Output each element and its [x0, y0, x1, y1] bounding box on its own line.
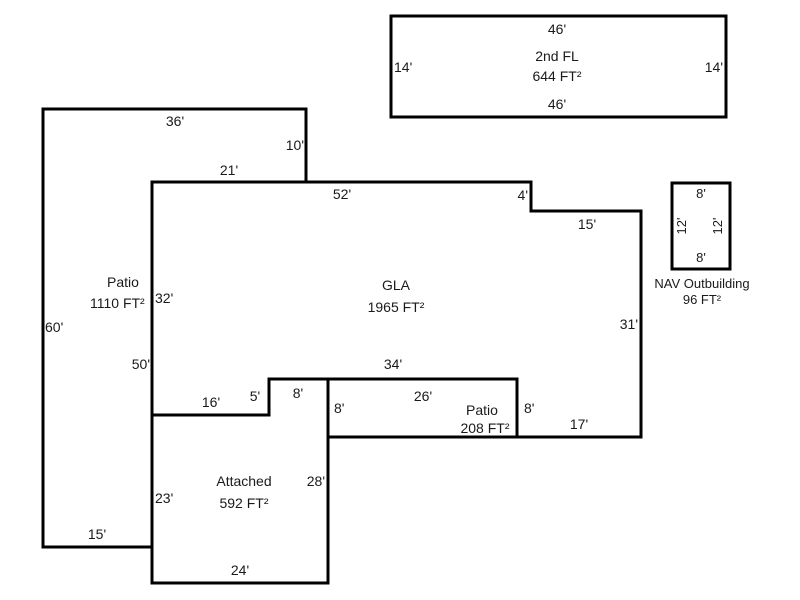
patio-large-name: Patio: [107, 274, 139, 290]
dim-gla-notch-vertical: 4': [518, 187, 528, 203]
dim-patio-top: 36': [166, 113, 184, 129]
area-patio-large: 36' 10' Patio 1110 FT² 60' 50' 15': [41, 107, 308, 549]
dim-attached-right: 28': [307, 473, 325, 489]
dim-outbuilding-right: 12': [710, 218, 725, 235]
attached-outline: [150, 377, 330, 585]
dim-outbuilding-left: 12': [674, 218, 689, 235]
dim-patio-small-right: 8': [524, 400, 534, 416]
area-nav-outbuilding: 8' 8' 12' 12' NAV Outbuilding 96 FT²: [654, 181, 750, 307]
dim-attached-left: 23': [155, 490, 173, 506]
dim-outbuilding-bottom: 8': [696, 250, 706, 265]
area-attached: 8' Attached 592 FT² 28' 23' 24': [150, 377, 330, 585]
dim-patio-left: 60': [45, 319, 63, 335]
second-floor-outline: [389, 14, 728, 119]
patio-large-outline: [41, 107, 308, 549]
gla-area: 1965 FT²: [368, 299, 425, 315]
outbuilding-name: NAV Outbuilding: [654, 276, 749, 291]
dim-second-floor-right: 14': [705, 59, 723, 75]
outbuilding-area: 96 FT²: [683, 292, 722, 307]
gla-outline: [150, 180, 643, 439]
dim-gla-top-left: 21': [220, 162, 238, 178]
dim-gla-top: 52': [333, 186, 351, 202]
dim-gla-left: 32': [155, 290, 173, 306]
dim-attached-bottom: 24': [231, 562, 249, 578]
dim-patio-inner: 50': [132, 356, 150, 372]
area-gla: 21' 52' 4' 15' GLA 1965 FT² 32' 31' 34' …: [150, 162, 643, 439]
second-floor-name: 2nd FL: [535, 48, 579, 64]
dim-patio-bottom: 15': [88, 526, 106, 542]
patio-large-area: 1110 FT²: [90, 295, 145, 311]
dim-gla-inner-top: 34': [384, 356, 402, 372]
dim-gla-right: 31': [620, 316, 638, 332]
dim-patio-small-top: 26': [414, 388, 432, 404]
dim-patio-small-left: 8': [334, 400, 344, 416]
attached-area: 592 FT²: [219, 495, 268, 511]
dim-gla-step-horizontal: 16': [202, 394, 220, 410]
dim-patio-right-upper: 10': [286, 137, 304, 153]
dim-gla-bottom-right: 17': [570, 416, 588, 432]
gla-name: GLA: [382, 277, 411, 293]
second-floor-area: 644 FT²: [532, 68, 581, 84]
patio-small-name: Patio: [466, 402, 498, 418]
dim-outbuilding-top: 8': [696, 186, 706, 201]
dim-second-floor-top: 46': [548, 21, 566, 37]
dim-second-floor-left: 14': [394, 59, 412, 75]
patio-small-area: 208 FT²: [460, 420, 509, 436]
attached-name: Attached: [216, 473, 271, 489]
dim-attached-top: 8': [293, 385, 303, 401]
dim-second-floor-bottom: 46': [548, 96, 566, 112]
area-second-floor: 46' 2nd FL 644 FT² 14' 14' 46': [389, 14, 728, 119]
dim-gla-step-vertical: 5': [250, 388, 260, 404]
outbuilding-outline: [670, 181, 732, 271]
dim-gla-notch-horizontal: 15': [578, 216, 596, 232]
area-patio-small: 26' 8' 8' Patio 208 FT²: [326, 377, 534, 439]
